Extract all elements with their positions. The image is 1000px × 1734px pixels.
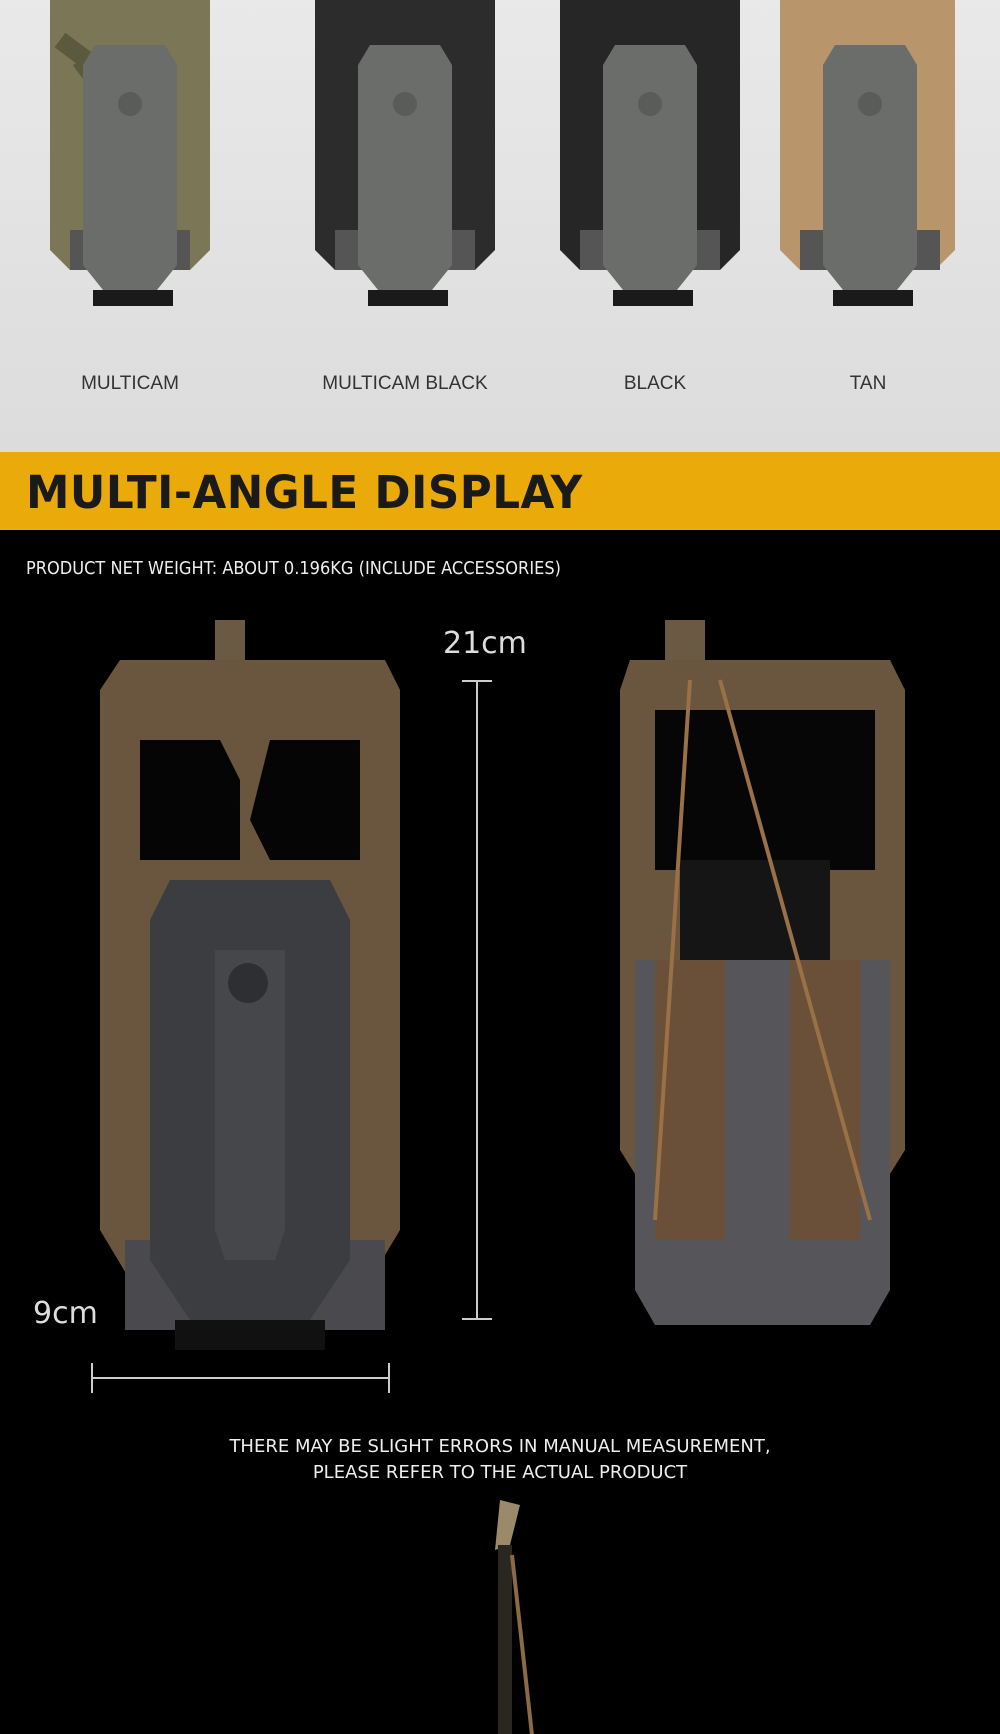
note-line-1: THERE MAY BE SLIGHT ERRORS IN MANUAL MEA… — [229, 1436, 771, 1457]
variant-label: MULTICAM BLACK — [322, 373, 488, 394]
variant-label: MULTICAM — [81, 373, 179, 394]
width-dimension-label: 9cm — [33, 1296, 98, 1331]
measurement-note: THERE MAY BE SLIGHT ERRORS IN MANUAL MEA… — [0, 1434, 1000, 1486]
variant-label: BLACK — [623, 373, 687, 394]
section-header-band: MULTI-ANGLE DISPLAY — [0, 452, 1000, 530]
product-image-black — [560, 0, 740, 306]
color-variants-section: MULTICAM MULTICAM BLACK BLACK TAN — [0, 0, 1000, 452]
product-front-view — [100, 620, 400, 1350]
height-dimension-cap — [462, 680, 492, 682]
product-image-tan — [780, 0, 955, 306]
width-dimension-cap — [91, 1363, 93, 1393]
width-dimension-line — [92, 1377, 390, 1379]
width-dimension-cap — [388, 1363, 390, 1393]
product-back-view — [620, 620, 905, 1325]
variant-label: TAN — [849, 373, 887, 394]
height-dimension-line — [476, 680, 478, 1320]
height-dimension-cap — [462, 1318, 492, 1320]
product-side-view — [495, 1500, 534, 1734]
section-title: MULTI-ANGLE DISPLAY — [26, 466, 583, 519]
height-dimension-label: 21cm — [443, 626, 527, 661]
product-weight-text: PRODUCT NET WEIGHT: ABOUT 0.196KG (INCLU… — [26, 558, 561, 579]
product-image-multicam-black — [315, 0, 495, 306]
product-image-multicam — [50, 0, 210, 306]
note-line-2: PLEASE REFER TO THE ACTUAL PRODUCT — [312, 1462, 688, 1483]
